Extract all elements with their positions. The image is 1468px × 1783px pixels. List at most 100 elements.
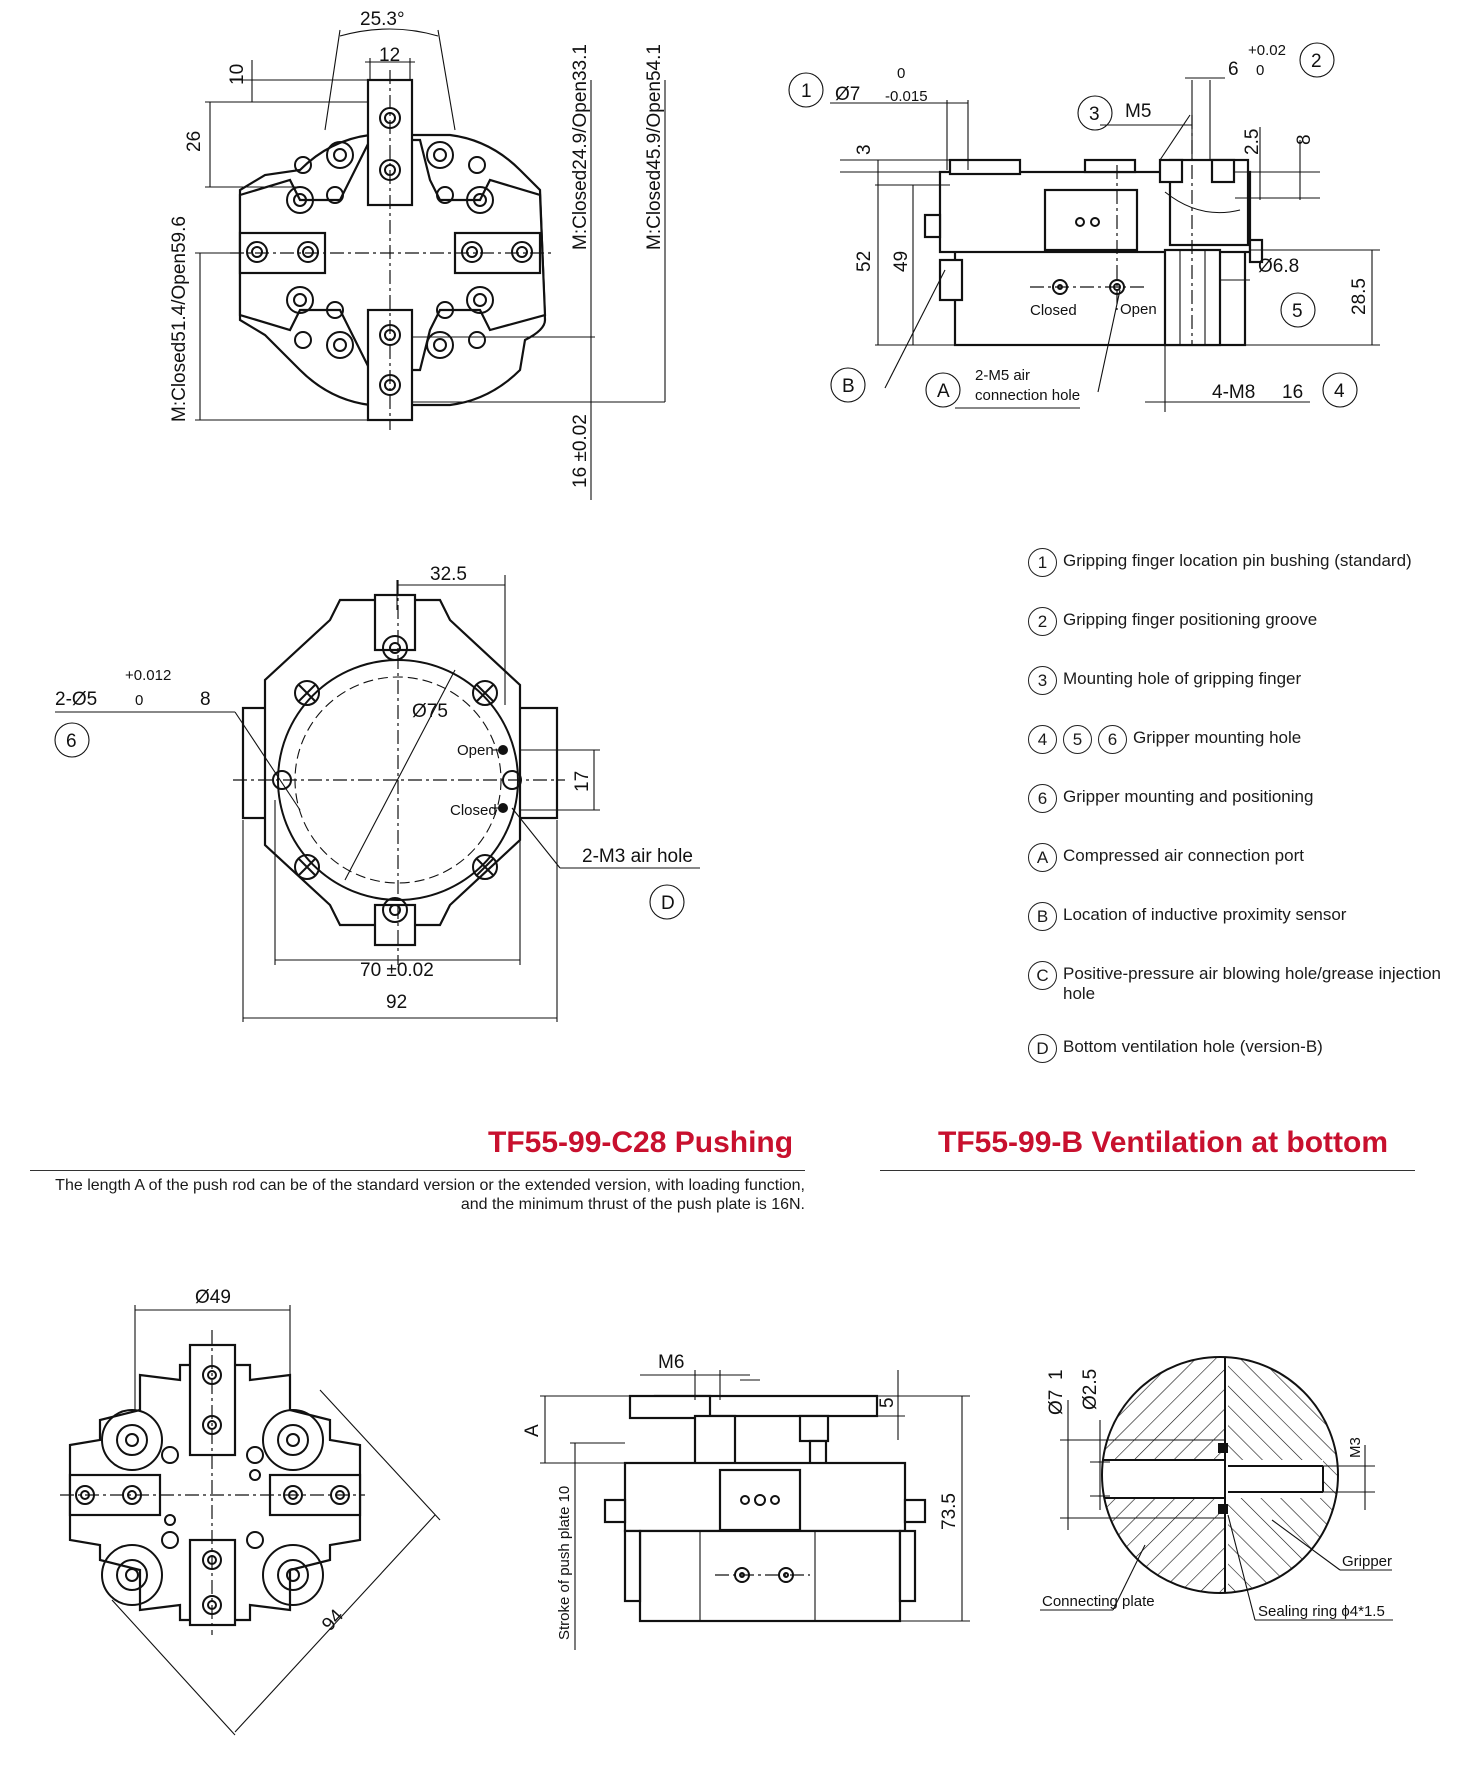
callout-5: 5	[1292, 301, 1303, 322]
callout-6: 6	[66, 731, 77, 752]
dim-d6-8: Ø6.8	[1258, 256, 1299, 277]
legend-text: Bottom ventilation hole (version-B)	[1063, 1037, 1323, 1056]
legend-item: 3 Mounting hole of gripping finger	[1028, 666, 1448, 695]
dim-angle-25-3: 25.3°	[360, 9, 405, 30]
dim-pin: 2-Ø5	[55, 689, 97, 710]
pushing-side-view: M6 5 A Stroke of push plate 10 73.5	[522, 1352, 970, 1650]
dim-17: 17	[572, 771, 593, 792]
dim-5-push: 5	[877, 1397, 898, 1408]
pushing-note: The length A of the push rod can be of t…	[55, 1177, 805, 1213]
callout-2: 2	[1311, 51, 1322, 72]
label-connecting-plate: Connecting plate	[1042, 1593, 1155, 1610]
dim-d75: Ø75	[412, 701, 448, 722]
label-closed-side: Closed	[1030, 302, 1077, 319]
dim-d7-detail: Ø7	[1046, 1390, 1067, 1415]
side-view-gripper: 1 Ø7 0 -0.015 2 6 +0.02 0 3 M5 3 2.5 8 5…	[788, 42, 1380, 412]
dim-94: 94	[318, 1605, 348, 1635]
dim-m6: M6	[658, 1352, 684, 1373]
ventilation-title: TF55-99-B Ventilation at bottom	[938, 1126, 1389, 1159]
dim-d2-5: Ø2.5	[1080, 1369, 1101, 1410]
dim-73-5: 73.5	[939, 1493, 960, 1530]
legend-badge: 2	[1028, 607, 1057, 636]
dim-closed-open-left: M:Closed51.4/Open59.6	[169, 216, 190, 422]
callout-legend: 1 Gripping finger location pin bushing (s…	[1028, 548, 1448, 1093]
dim-a-push: A	[522, 1424, 543, 1437]
label-closed-bottom: Closed	[450, 802, 497, 819]
legend-badge: 6	[1098, 725, 1127, 754]
legend-text: Location of inductive proximity sensor	[1063, 905, 1347, 924]
dim-stroke-push: Stroke of push plate 10	[556, 1486, 573, 1640]
legend-badge: A	[1028, 843, 1057, 872]
dim-32-5: 32.5	[430, 564, 467, 585]
top-view-gripper: 25.3° 12 10 26 M:Closed24.9/Open33.1 M:C…	[169, 9, 666, 500]
dim-70: 70 ±0.02	[360, 960, 434, 981]
dim-m5: M5	[1125, 101, 1151, 122]
legend-text: Mounting hole of gripping finger	[1063, 669, 1302, 688]
dim-49: 49	[891, 251, 912, 272]
dim-closed-open-mid: M:Closed45.9/Open54.1	[644, 44, 665, 250]
ventilation-detail: Ø7 1 Ø2.5 M3 Gripper Connecting plate Se…	[1040, 1356, 1393, 1621]
pushing-divider	[30, 1170, 805, 1171]
dim-m3-detail: M3	[1347, 1437, 1364, 1458]
legend-text: Compressed air connection port	[1063, 846, 1304, 865]
label-sealing-ring: Sealing ring ϕ4*1.5	[1258, 1603, 1385, 1620]
dim-10: 10	[227, 64, 248, 85]
ventilation-divider	[880, 1170, 1415, 1171]
dim-2-5: 2.5	[1242, 129, 1263, 155]
legend-badge: 5	[1063, 725, 1092, 754]
callout-3: 3	[1089, 104, 1100, 125]
legend-item: B Location of inductive proximity sensor	[1028, 902, 1448, 931]
pushing-title: TF55-99-C28 Pushing	[488, 1126, 794, 1159]
legend-badge: 3	[1028, 666, 1057, 695]
legend-text: Gripping finger positioning groove	[1063, 610, 1318, 629]
legend-badge: C	[1028, 961, 1057, 990]
legend-item: 6 Gripper mounting and positioning	[1028, 784, 1448, 813]
legend-badge: 1	[1028, 548, 1057, 577]
callout-4: 4	[1334, 381, 1345, 402]
callout-a: A	[937, 381, 950, 402]
legend-item: 2 Gripping finger positioning groove	[1028, 607, 1448, 636]
bottom-view-gripper: 32.5 2-Ø5 +0.012 0 8 6 Ø75 Open Closed 1…	[54, 564, 700, 1022]
dim-52: 52	[854, 251, 875, 272]
legend-badge: B	[1028, 902, 1057, 931]
callout-1: 1	[801, 81, 812, 102]
legend-badge: 4	[1028, 725, 1057, 754]
dim-12: 12	[379, 45, 400, 66]
label-gripper: Gripper	[1342, 1553, 1392, 1570]
dim-m8-depth: 16	[1282, 382, 1303, 403]
legend-badge: 6	[1028, 784, 1057, 813]
legend-text: Gripping finger location pin bushing (st…	[1063, 551, 1412, 570]
legend-item: A Compressed air connection port	[1028, 843, 1448, 872]
legend-text: Positive-pressure air blowing hole/greas…	[1063, 964, 1441, 1003]
legend-item: D Bottom ventilation hole (version-B)	[1028, 1034, 1448, 1063]
dim-8: 8	[1294, 134, 1315, 145]
dim-16-tol: 16 ±0.02	[570, 414, 591, 488]
dim-d7: Ø7	[835, 84, 860, 105]
dim-closed-open-inner: M:Closed24.9/Open33.1	[570, 44, 591, 250]
pushing-top-view: Ø49 94	[60, 1287, 441, 1736]
dim-d49: Ø49	[195, 1287, 231, 1308]
dim-28-5: 28.5	[1349, 278, 1370, 315]
legend-item: 1 Gripping finger location pin bushing (s…	[1028, 548, 1448, 577]
air-note-line2: connection hole	[975, 387, 1080, 404]
dim-92: 92	[386, 992, 407, 1013]
legend-badge: D	[1028, 1034, 1057, 1063]
dim-d7-detail-depth: 1	[1046, 1369, 1067, 1380]
air-hole-note: 2-M3 air hole	[582, 846, 693, 867]
dim-pin-tol-lower: 0	[135, 692, 143, 709]
air-note-line1: 2-M5 air	[975, 367, 1030, 384]
label-open-side: Open	[1120, 301, 1157, 318]
dim-6-tol-upper: +0.02	[1248, 42, 1286, 59]
dim-3: 3	[854, 144, 875, 155]
label-open-bottom: Open	[457, 742, 494, 759]
dim-26: 26	[184, 131, 205, 152]
callout-d: D	[661, 893, 675, 914]
dim-pin-tol-upper: +0.012	[125, 667, 171, 684]
dim-d7-tol-lower: -0.015	[885, 88, 928, 105]
dim-m8: 4-M8	[1212, 382, 1255, 403]
legend-text: Gripper mounting and positioning	[1063, 787, 1314, 806]
dim-pin-depth: 8	[200, 689, 211, 710]
